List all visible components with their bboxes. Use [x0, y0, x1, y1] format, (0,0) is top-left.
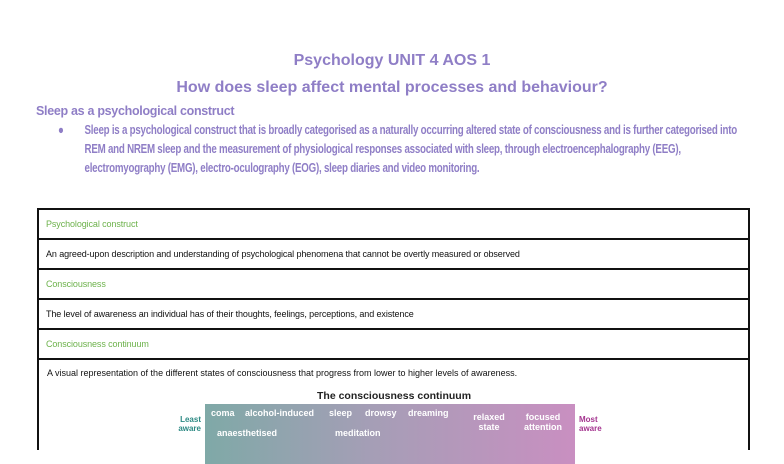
bullet-text: Sleep is a psychological construct that … — [84, 123, 738, 175]
state-meditation: meditation — [335, 428, 381, 438]
continuum-gradient: coma alcohol-induced sleep drowsy dreami… — [205, 404, 575, 464]
most-aware-label: Most aware — [579, 415, 602, 433]
bullet-item: ● Sleep is a psychological construct tha… — [58, 121, 744, 178]
bullet-icon: ● — [58, 123, 64, 137]
figure-title: The consciousness continuum — [317, 390, 472, 402]
state-focused-attention: focused attention — [524, 412, 562, 432]
definition-psychological-construct: An agreed-upon description and understan… — [39, 238, 748, 268]
state-dreaming: dreaming — [408, 408, 449, 418]
definition-consciousness-continuum: A visual representation of the different… — [47, 368, 518, 378]
definition-consciousness: The level of awareness an individual has… — [39, 298, 748, 328]
consciousness-continuum-figure: The consciousness continuum Least aware … — [167, 390, 607, 464]
state-sleep: sleep — [329, 408, 353, 418]
term-psychological-construct: Psychological construct — [39, 208, 748, 238]
term-consciousness-continuum: Consciousness continuum — [39, 328, 748, 358]
state-anaesthetised: anaesthetised — [217, 428, 278, 438]
definition-consciousness-continuum-cell: A visual representation of the different… — [39, 358, 748, 464]
state-relaxed: relaxed state — [473, 412, 505, 432]
state-alcohol-induced: alcohol-induced — [245, 408, 315, 418]
section-heading: Sleep as a psychological construct — [36, 104, 235, 118]
term-consciousness: Consciousness — [39, 268, 748, 298]
least-aware-label: Least aware — [178, 415, 201, 433]
document-subtitle: How does sleep affect mental processes a… — [176, 79, 608, 96]
state-coma: coma — [211, 408, 235, 418]
document-title: Psychology UNIT 4 AOS 1 — [293, 52, 491, 69]
state-drowsy: drowsy — [365, 408, 397, 418]
definitions-table: Psychological construct An agreed-upon d… — [37, 208, 750, 464]
